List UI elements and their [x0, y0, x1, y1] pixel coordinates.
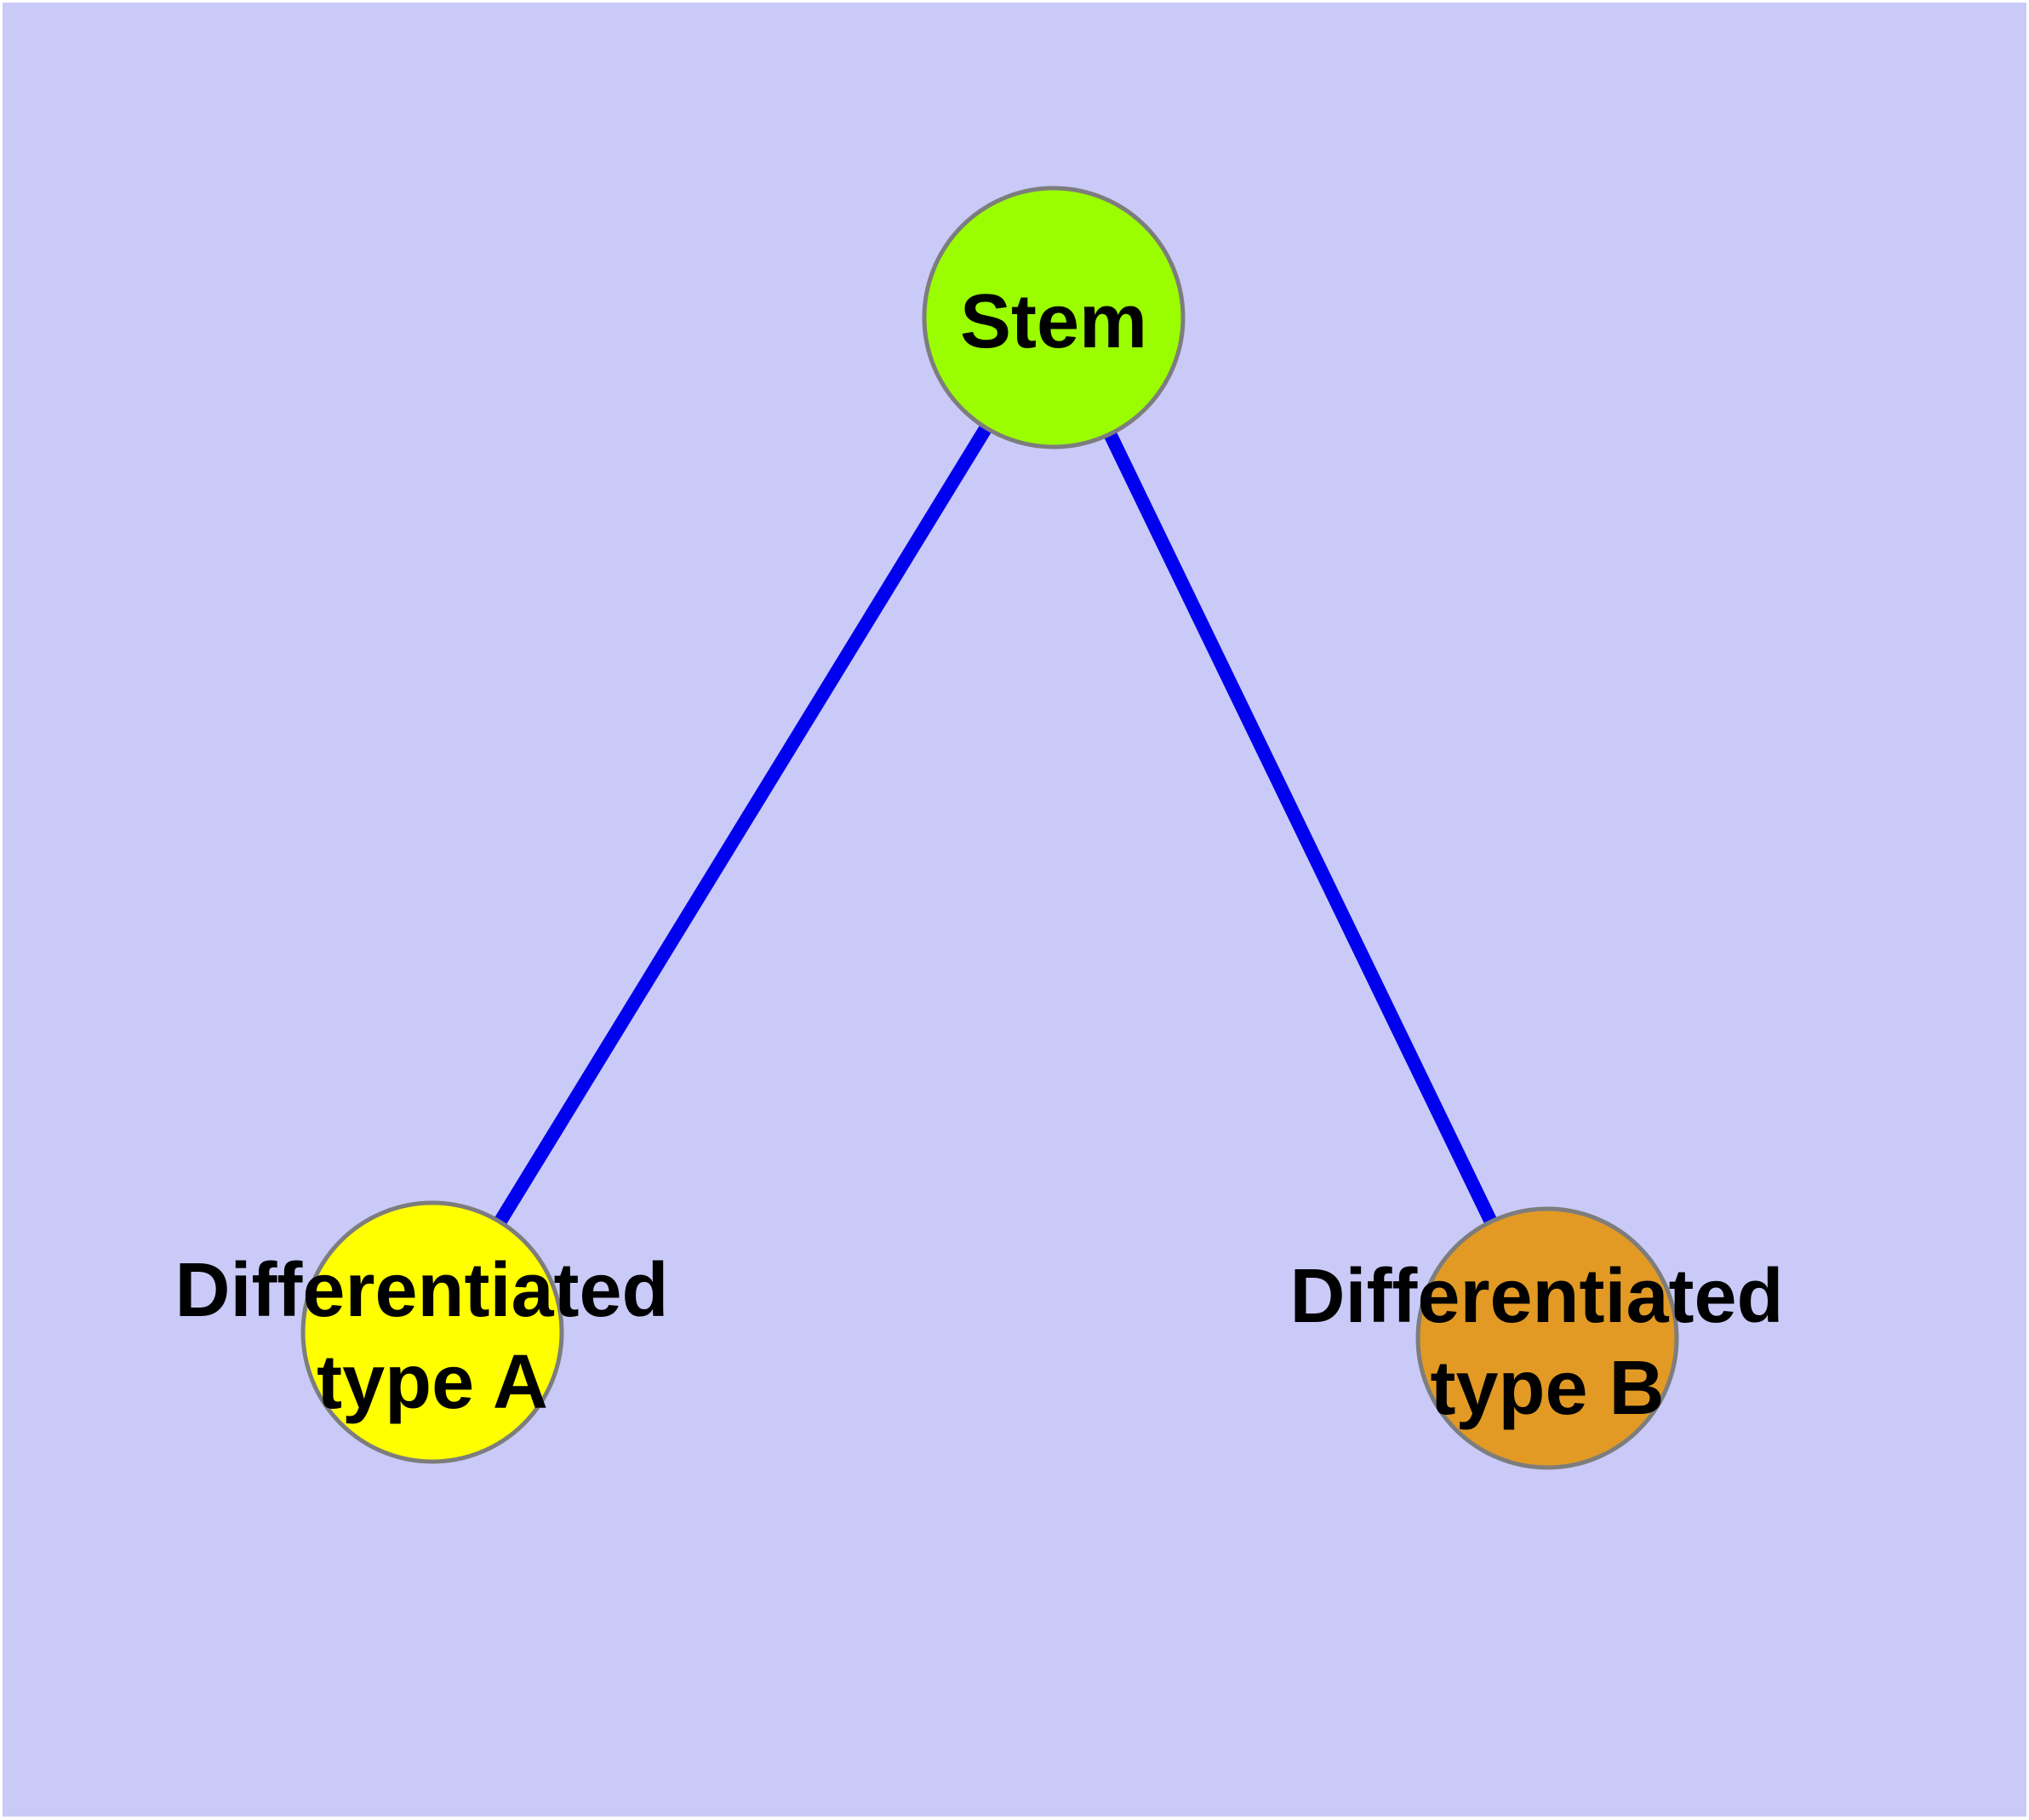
- node-differentiated-type-a: Differentiated type A: [174, 1200, 689, 1464]
- node-differentiated-type-b-label: Differentiated type B: [1289, 1254, 1804, 1431]
- node-differentiated-type-b: Differentiated type B: [1289, 1206, 1804, 1470]
- node-differentiated-type-a-label-line2: type A: [317, 1340, 548, 1425]
- edge-stem-to-type-b: [1047, 314, 1554, 1342]
- node-stem-label-line1: Stem: [960, 279, 1147, 364]
- node-differentiated-type-b-label-line1: Differentiated: [1289, 1254, 1783, 1339]
- node-differentiated-type-a-label: Differentiated type A: [174, 1248, 689, 1425]
- node-differentiated-type-b-circle: [1415, 1206, 1679, 1470]
- node-differentiated-type-b-label-line2: type B: [1430, 1346, 1664, 1431]
- node-differentiated-type-a-circle: [300, 1200, 564, 1464]
- node-stem-label: Stem: [960, 279, 1147, 364]
- node-stem: Stem: [922, 186, 1186, 449]
- node-stem-circle: [922, 186, 1186, 449]
- node-differentiated-type-a-label-line1: Differentiated: [174, 1248, 668, 1333]
- edge-stem-to-type-a: [426, 313, 1060, 1336]
